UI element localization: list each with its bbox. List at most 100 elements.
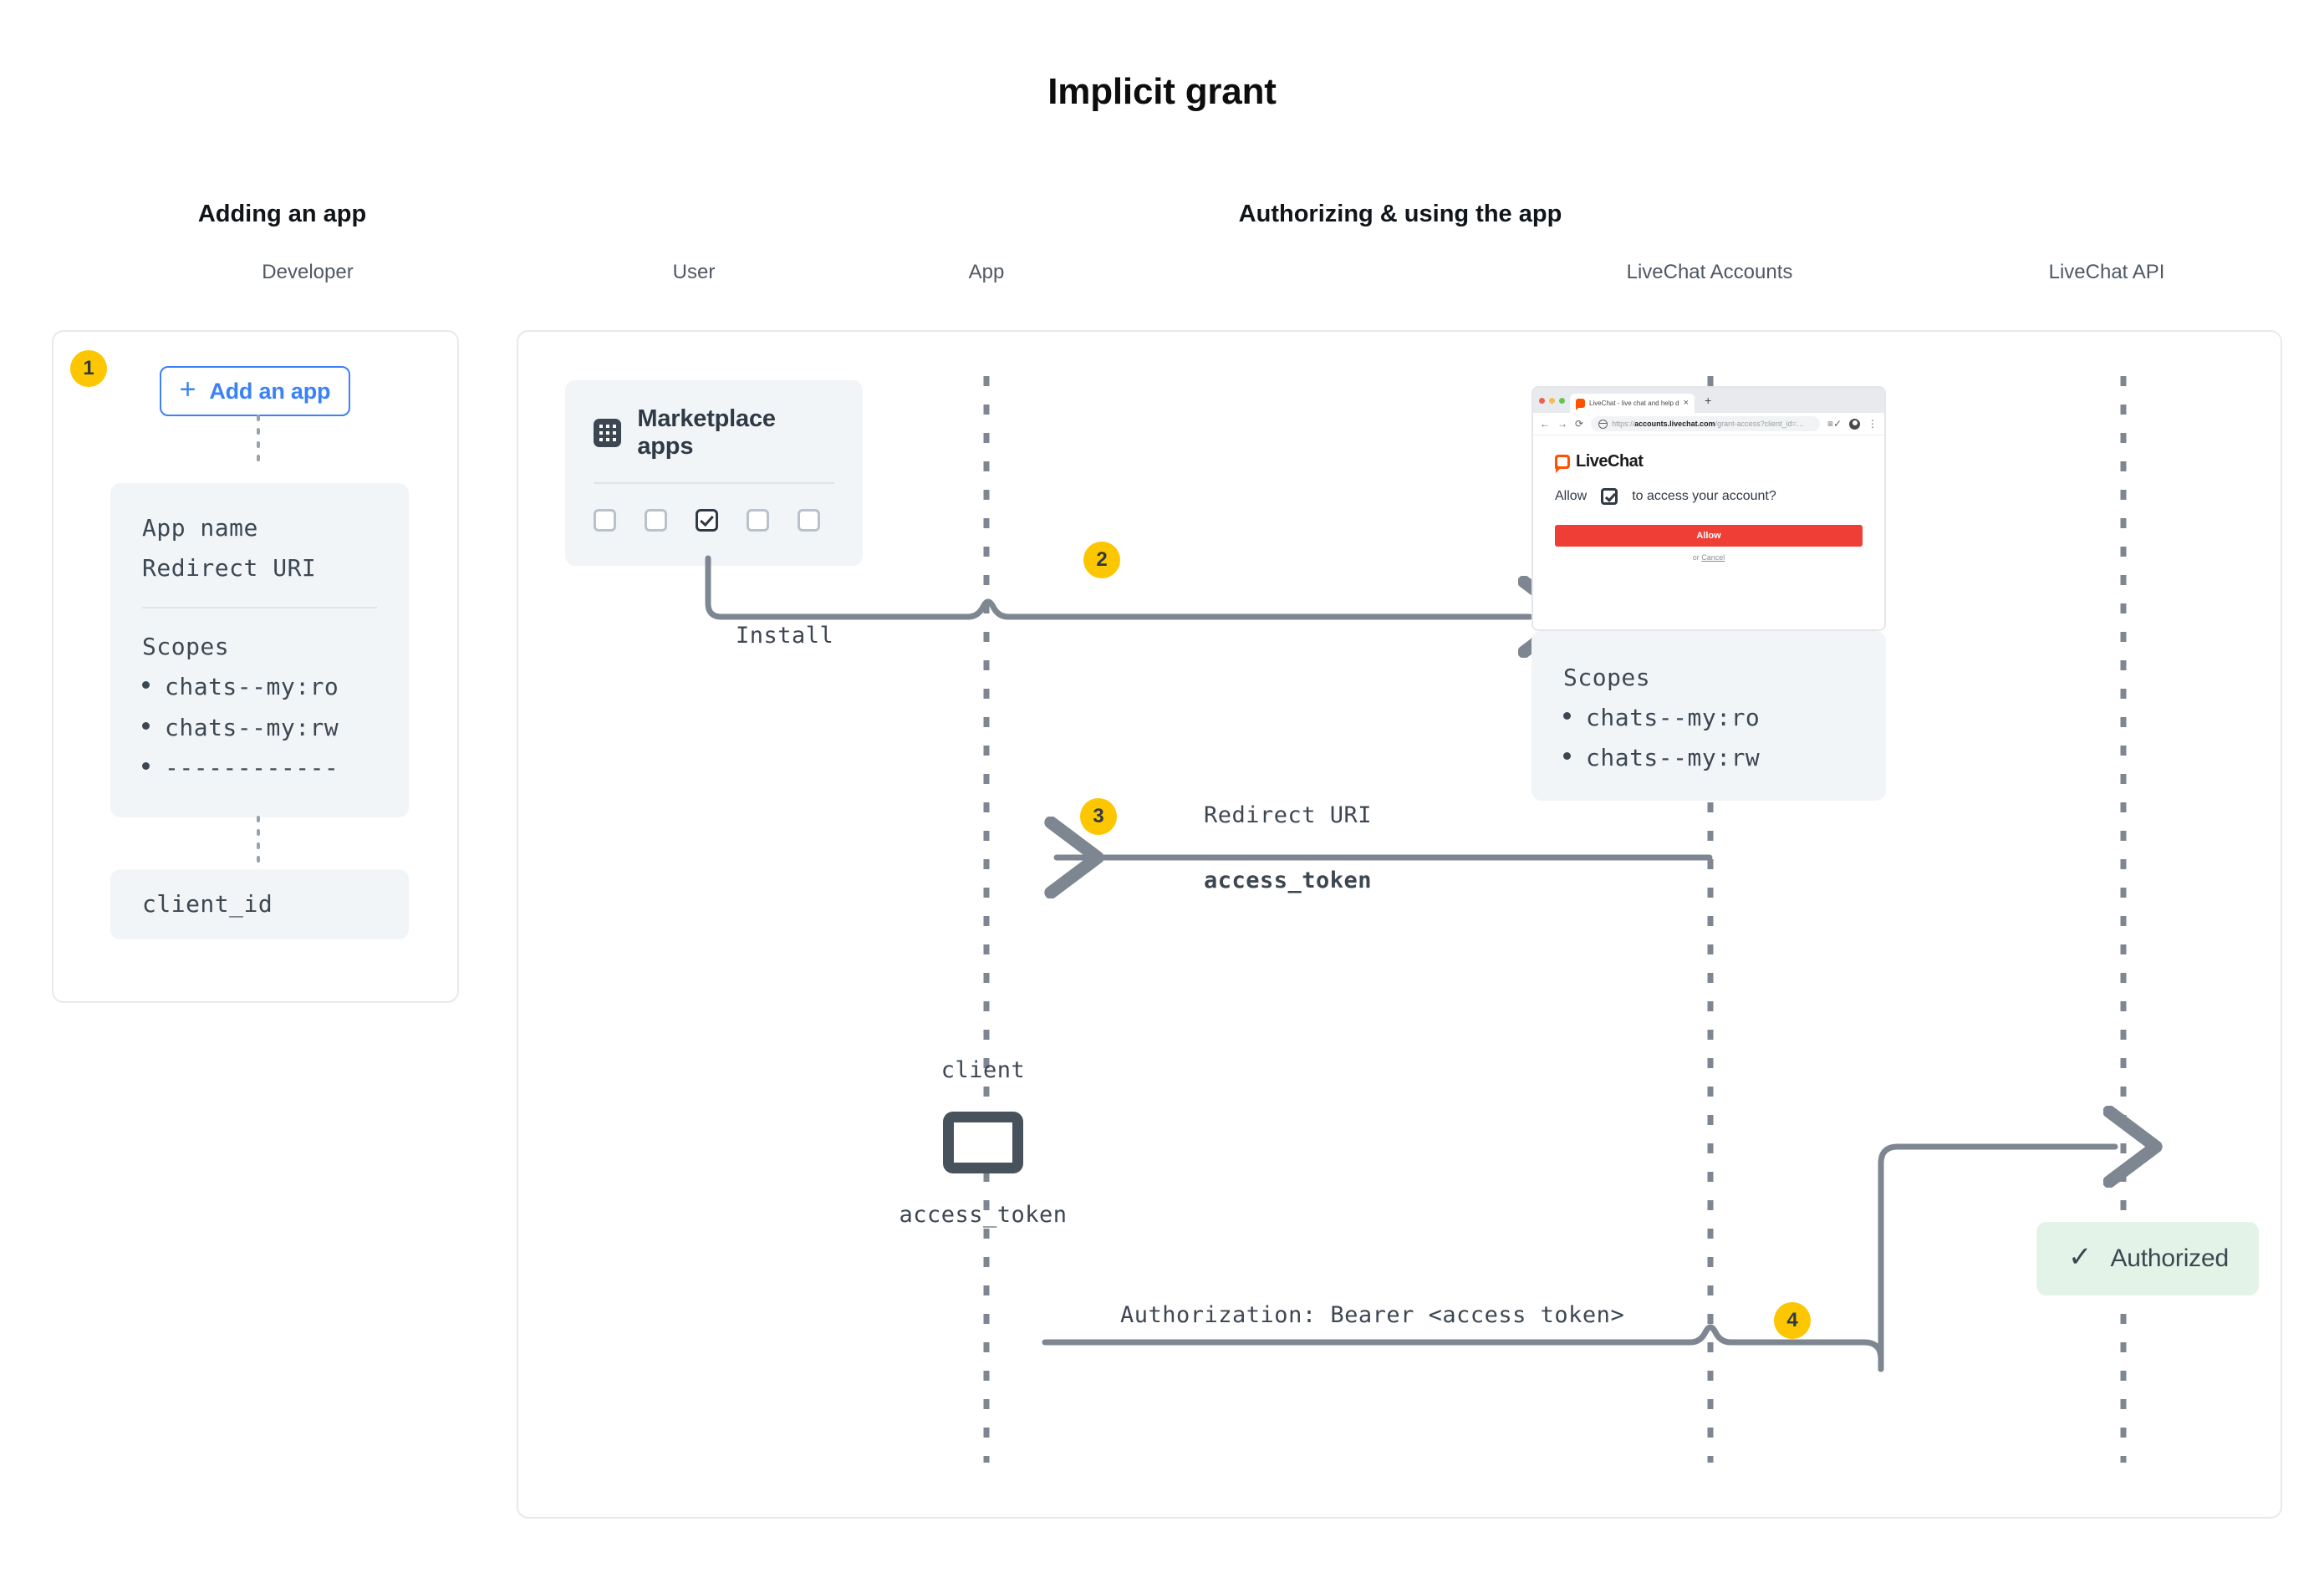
bullet-icon xyxy=(142,681,150,690)
cancel-prefix-label: or xyxy=(1692,553,1702,562)
browser-window-icon xyxy=(943,1112,1023,1173)
lifeline-livechat-api xyxy=(2120,376,2127,1463)
livechat-logo-text: LiveChat xyxy=(1576,452,1644,471)
developer-panel: 1 + Add an app App name Redirect URI Sco… xyxy=(52,330,459,1003)
install-flow-arrow xyxy=(705,555,1555,660)
url-host: accounts.livechat.com xyxy=(1634,420,1715,428)
app-checkbox-3-selected[interactable] xyxy=(696,509,718,532)
overflow-menu-icon[interactable]: ⋮ xyxy=(1868,418,1878,430)
section-title-adding-an-app: Adding an app xyxy=(197,201,367,227)
lane-label-app: App xyxy=(968,261,1005,283)
section-title-authorizing-using-the-app: Authorizing & using the app xyxy=(1238,201,1562,227)
lane-label-livechat-api: LiveChat API xyxy=(2048,261,2165,283)
minimize-window-dot[interactable] xyxy=(1549,397,1555,404)
url-input[interactable]: https://accounts.livechat.com/grant-acce… xyxy=(1591,416,1820,431)
allow-question-row: Allow to access your account? xyxy=(1555,488,1863,505)
client-id-label: client_id xyxy=(142,889,273,918)
browser-tab[interactable]: LiveChat - live chat and help d × xyxy=(1570,394,1695,413)
marketplace-header: Marketplace apps xyxy=(594,405,834,461)
scope-item: chats--my:ro xyxy=(1563,698,1854,738)
browser-window-mock: LiveChat - live chat and help d × + ← → … xyxy=(1531,386,1886,631)
reading-list-icon[interactable]: ≡✓ xyxy=(1827,418,1842,430)
divider xyxy=(142,607,377,609)
livechat-logo-icon xyxy=(1555,455,1570,473)
app-checkbox-4[interactable] xyxy=(747,509,769,532)
scope-label: chats--my:rw xyxy=(165,713,339,741)
url-text: https://accounts.livechat.com/grant-acce… xyxy=(1612,420,1804,428)
scope-label: chats--my:ro xyxy=(165,673,339,701)
grant-access-page: LiveChat Allow to access your account? A… xyxy=(1533,435,1884,577)
app-icon-checkbox xyxy=(1601,488,1618,505)
connector-dashed-2 xyxy=(257,816,260,871)
step-badge-4: 4 xyxy=(1774,1302,1811,1339)
tab-close-icon[interactable]: × xyxy=(1683,398,1689,408)
bullet-icon xyxy=(1563,752,1571,761)
authorization-request-path xyxy=(1042,1324,1884,1372)
scope-item: chats--my:rw xyxy=(142,708,377,748)
cancel-row: or Cancel xyxy=(1555,553,1863,562)
close-window-dot[interactable] xyxy=(1539,397,1545,404)
status-badge-authorized: ✓ Authorized xyxy=(2036,1222,2259,1295)
app-form-card: App name Redirect URI Scopes chats--my:r… xyxy=(110,483,409,817)
client-top-label: client xyxy=(940,1057,1026,1083)
allow-suffix-label: to access your account? xyxy=(1632,489,1776,503)
authorization-header-label: Authorization: Bearer <access token> xyxy=(1120,1302,1625,1328)
scope-label: chats--my:rw xyxy=(1586,744,1761,772)
maximize-window-dot[interactable] xyxy=(1559,397,1565,404)
marketplace-title: Marketplace apps xyxy=(637,405,776,460)
page-title: Implicit grant xyxy=(1047,71,1277,112)
step-badge-2: 2 xyxy=(1083,542,1120,578)
plus-icon: + xyxy=(179,374,196,405)
browser-tab-title: LiveChat - live chat and help d xyxy=(1589,400,1679,407)
lane-label-livechat-accounts: LiveChat Accounts xyxy=(1626,261,1793,283)
grid-icon xyxy=(594,419,622,447)
browser-tabbar: LiveChat - live chat and help d × + xyxy=(1533,388,1884,413)
connector-dashed-1 xyxy=(257,415,260,468)
field-redirect-uri: Redirect URI xyxy=(142,554,317,583)
scope-item: ------------ xyxy=(142,748,377,788)
field-app-name: App name xyxy=(142,514,258,542)
scope-label: ------------ xyxy=(165,753,339,781)
redirect-uri-label: Redirect URI xyxy=(1204,802,1373,828)
allow-button[interactable]: Allow xyxy=(1555,525,1863,547)
lane-label-developer: Developer xyxy=(262,261,354,283)
url-prefix: https:// xyxy=(1612,420,1635,428)
back-icon[interactable]: ← xyxy=(1540,418,1550,430)
api-call-arrow xyxy=(1878,1128,2140,1372)
client-id-card: client_id xyxy=(110,869,409,939)
add-app-button-label: Add an app xyxy=(209,378,331,404)
scopes-heading: Scopes xyxy=(142,633,230,661)
bullet-icon xyxy=(142,721,150,730)
app-checkbox-2[interactable] xyxy=(645,509,667,532)
redirect-uri-arrow xyxy=(1045,851,1713,868)
scope-label: chats--my:ro xyxy=(1586,704,1761,732)
divider xyxy=(594,482,834,484)
authorized-label: Authorized xyxy=(2110,1244,2230,1272)
window-controls xyxy=(1539,388,1570,413)
app-checkbox-1[interactable] xyxy=(594,509,616,532)
accounts-scopes-heading: Scopes xyxy=(1563,664,1651,691)
new-tab-icon[interactable]: + xyxy=(1705,394,1712,407)
step-badge-1: 1 xyxy=(70,350,107,387)
step-badge-3: 3 xyxy=(1080,798,1117,835)
app-checkbox-5[interactable] xyxy=(798,509,820,532)
reload-icon[interactable]: ⟳ xyxy=(1575,418,1584,430)
add-app-button[interactable]: + Add an app xyxy=(160,366,350,416)
url-path: /grant-access?client_id=… xyxy=(1715,420,1804,428)
access-token-label: access_token xyxy=(1204,868,1373,893)
marketplace-app-checkbox-row xyxy=(594,509,834,532)
forward-icon[interactable]: → xyxy=(1557,418,1567,430)
lifeline-livechat-accounts xyxy=(1707,376,1714,1463)
livechat-logo: LiveChat xyxy=(1555,452,1863,473)
step-badge-3-label: 3 xyxy=(1093,805,1104,827)
allow-prefix-label: Allow xyxy=(1555,489,1588,503)
lane-label-user: User xyxy=(672,261,716,283)
marketplace-apps-card: Marketplace apps xyxy=(565,380,863,566)
cancel-link[interactable]: Cancel xyxy=(1701,553,1725,562)
avatar[interactable] xyxy=(1849,418,1860,430)
check-icon: ✓ xyxy=(2068,1241,2092,1273)
accounts-scopes-card: Scopes chats--my:ro chats--my:rw xyxy=(1531,631,1886,801)
lifeline-app xyxy=(983,376,990,1463)
install-label: Install xyxy=(736,623,834,649)
